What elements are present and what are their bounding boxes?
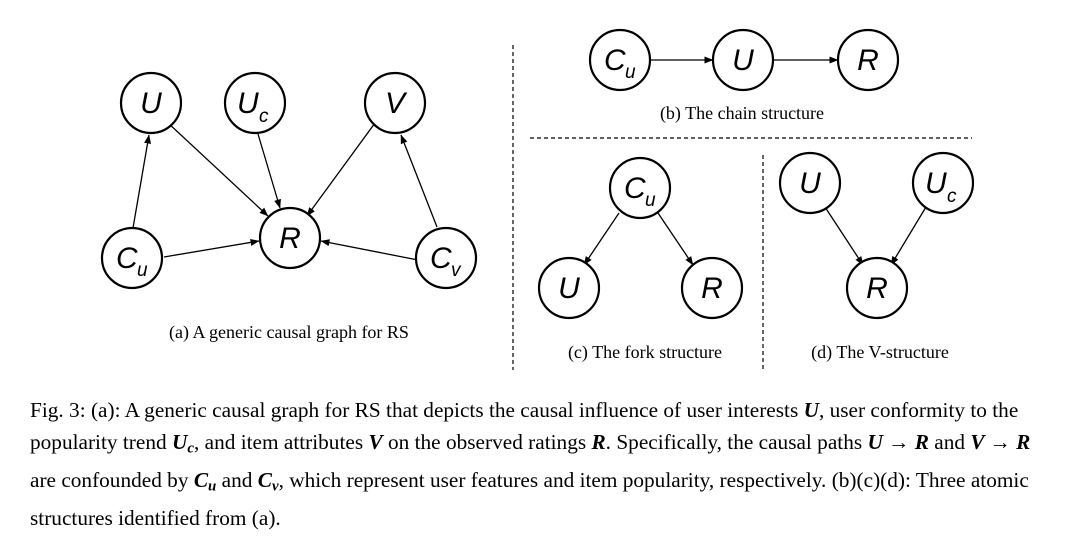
edge-d-u-to-r [824, 206, 864, 266]
svg-text:u: u [137, 260, 148, 281]
edge-a-v-to-r [306, 122, 376, 217]
svg-text:c: c [947, 186, 957, 207]
panel-c: C u U R (c) The fork structure [537, 156, 744, 363]
caption-math-v: V [368, 429, 383, 454]
svg-text:U: U [732, 44, 754, 77]
caption-text-7: are confounded by [30, 467, 194, 492]
caption-text-5: . Specifically, the causal paths [605, 429, 868, 454]
caption-math-u: U [803, 398, 819, 422]
node-c-cu: C u [608, 156, 672, 220]
node-a-cu: C u [100, 226, 164, 290]
svg-text:U: U [925, 167, 947, 200]
caption-b: (b) The chain structure [660, 103, 824, 124]
node-a-cv: C v [414, 226, 478, 290]
edge-a-uc-to-r [257, 133, 281, 209]
caption-math-uc-sub: c [187, 440, 194, 457]
edge-d-uc-to-r [890, 206, 927, 266]
svg-text:u: u [625, 62, 636, 83]
caption-math-r: R [591, 429, 606, 454]
node-a-r: R [258, 206, 322, 270]
caption-math-cv: C [257, 467, 272, 492]
svg-text:u: u [645, 190, 656, 211]
svg-text:R: R [279, 222, 301, 255]
caption-text-4: on the observed ratings [382, 429, 592, 454]
node-d-uc: U c [911, 151, 975, 215]
node-d-u: U [778, 151, 842, 215]
panel-a: U U c V C u R C v (a) A generic causal g… [100, 71, 478, 343]
svg-text:V: V [385, 87, 408, 120]
edge-c-cu-to-u [583, 212, 620, 266]
caption-text-3: , and item attributes [193, 429, 369, 454]
caption-math-cu-sub: u [208, 478, 217, 495]
edge-c-cu-to-r [657, 212, 694, 266]
svg-text:U: U [237, 87, 259, 120]
caption-text-2: , user conformity to the popularity tren… [30, 398, 1019, 454]
caption-text-6: and [928, 429, 971, 454]
edge-a-cu-to-u [132, 134, 152, 229]
caption-math-v-to-r: V → R [970, 429, 1031, 454]
panel-b: C u U R (b) The chain structure [588, 28, 900, 124]
svg-text:R: R [866, 272, 888, 305]
svg-text:C: C [624, 172, 646, 205]
caption-c: (c) The fork structure [568, 342, 722, 363]
caption-text-8: and [216, 467, 258, 492]
node-d-r: R [845, 256, 909, 320]
node-c-r: R [680, 256, 744, 320]
svg-text:c: c [259, 106, 269, 127]
edge-a-cv-to-r [320, 239, 419, 261]
caption-a: (a) A generic causal graph for RS [169, 322, 409, 343]
caption-math-cv-sub: v [271, 478, 279, 495]
svg-text:v: v [451, 260, 462, 281]
svg-text:C: C [604, 44, 626, 77]
caption-math-uc: U [171, 429, 188, 454]
svg-text:R: R [701, 272, 723, 305]
caption-text-9: , which represent user features and item… [30, 467, 1029, 530]
node-b-r: R [836, 28, 900, 92]
svg-text:U: U [558, 272, 580, 305]
edge-a-cv-to-v [400, 134, 438, 228]
node-b-cu: C u [588, 28, 652, 92]
panel-d: U U c R (d) The V-structure [778, 151, 975, 363]
node-b-u: U [711, 28, 775, 92]
svg-text:C: C [116, 242, 138, 275]
node-c-u: U [537, 256, 601, 320]
node-a-u: U [119, 71, 183, 135]
figure-caption: Fig. 3: (a): A generic causal graph for … [30, 395, 1060, 534]
causal-graph-figure: U U c V C u R C v (a) A generic causal g… [100, 28, 975, 370]
caption-d: (d) The V-structure [811, 342, 949, 363]
caption-text-1: Fig. 3: (a): A generic causal graph for … [30, 398, 804, 422]
svg-text:R: R [857, 44, 879, 77]
caption-math-cu: C [193, 467, 209, 492]
edge-a-u-to-r [166, 121, 269, 217]
node-a-v: V [363, 71, 427, 135]
caption-math-u-to-r: U → R [867, 429, 929, 454]
svg-text:U: U [799, 167, 821, 200]
edge-a-cu-to-r [163, 238, 260, 258]
node-a-uc: U c [223, 71, 287, 135]
svg-text:U: U [140, 87, 162, 120]
svg-text:C: C [430, 242, 452, 275]
